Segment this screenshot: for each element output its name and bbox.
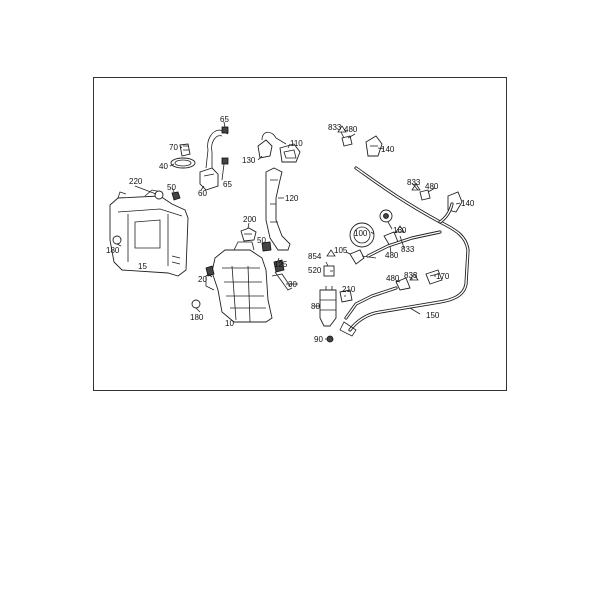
leader-lines [116, 121, 461, 340]
hose-150 [344, 166, 470, 332]
label-130: 130 [242, 156, 256, 165]
clip-65b [221, 157, 229, 165]
label-90: 90 [314, 335, 323, 344]
label-125: 125 [274, 260, 288, 269]
label-105: 105 [334, 246, 348, 255]
label-140: 140 [381, 145, 395, 154]
clip-125 [273, 259, 285, 273]
nozzle-140a [365, 135, 383, 157]
label-80: 80 [311, 302, 320, 311]
label-140: 140 [461, 199, 475, 208]
clip-20 [205, 265, 215, 277]
plug-180a [112, 235, 122, 245]
filler-neck-120 [265, 167, 291, 251]
label-210: 210 [342, 285, 356, 294]
label-180: 180 [106, 246, 120, 255]
clip-480d [395, 277, 411, 291]
label-480: 480 [425, 182, 439, 191]
grommet-50b [261, 241, 272, 252]
label-833: 833 [404, 271, 418, 280]
label-220: 220 [129, 177, 143, 186]
bracket-30 [271, 273, 291, 287]
ring-130 [257, 139, 273, 159]
label-480: 480 [386, 274, 400, 283]
label-480: 480 [344, 125, 358, 134]
reservoir-15 [109, 189, 189, 277]
connector-105 [349, 249, 377, 265]
plug-180b [191, 299, 201, 309]
valve-160 [379, 209, 393, 223]
label-70: 70 [169, 143, 178, 152]
warning-854 [326, 249, 336, 257]
label-180: 180 [190, 313, 204, 322]
label-50: 50 [257, 236, 266, 245]
reservoir-10 [205, 241, 273, 323]
label-833: 833 [407, 178, 421, 187]
pump-80 [319, 286, 337, 327]
label-150: 150 [426, 311, 440, 320]
screw-90 [326, 335, 334, 343]
label-120: 120 [285, 194, 299, 203]
clip-65a [221, 126, 229, 134]
heater-100 [349, 222, 375, 248]
label-30: 30 [288, 280, 297, 289]
label-65: 65 [223, 180, 232, 189]
label-170: 170 [436, 272, 450, 281]
label-65: 65 [220, 115, 229, 124]
label-40: 40 [159, 162, 168, 171]
label-15: 15 [138, 262, 147, 271]
label-200: 200 [243, 215, 257, 224]
label-10: 10 [225, 319, 234, 328]
label-854: 854 [308, 252, 322, 261]
label-100: 100 [354, 229, 368, 238]
pump-60 [199, 129, 229, 191]
pump-40 [170, 157, 196, 169]
label-20: 20 [198, 275, 207, 284]
label-50: 50 [167, 183, 176, 192]
grommet-50a [171, 191, 181, 201]
seal-520 [323, 265, 335, 277]
part-labels: 65 70 110 833 480 140 40 130 65 60 220 5… [106, 115, 475, 344]
label-480: 480 [385, 251, 399, 260]
clip-170 [425, 269, 443, 285]
label-110: 110 [290, 139, 303, 148]
cap-110 [279, 143, 301, 163]
label-160: 160 [393, 226, 407, 235]
clip-480b [419, 189, 431, 201]
label-60: 60 [198, 189, 207, 198]
cap-200 [240, 227, 257, 242]
clip-480a [341, 135, 353, 147]
label-520: 520 [308, 266, 322, 275]
label-833: 833 [401, 245, 415, 254]
cap-220 [154, 190, 164, 200]
label-833: 833 [328, 123, 342, 132]
